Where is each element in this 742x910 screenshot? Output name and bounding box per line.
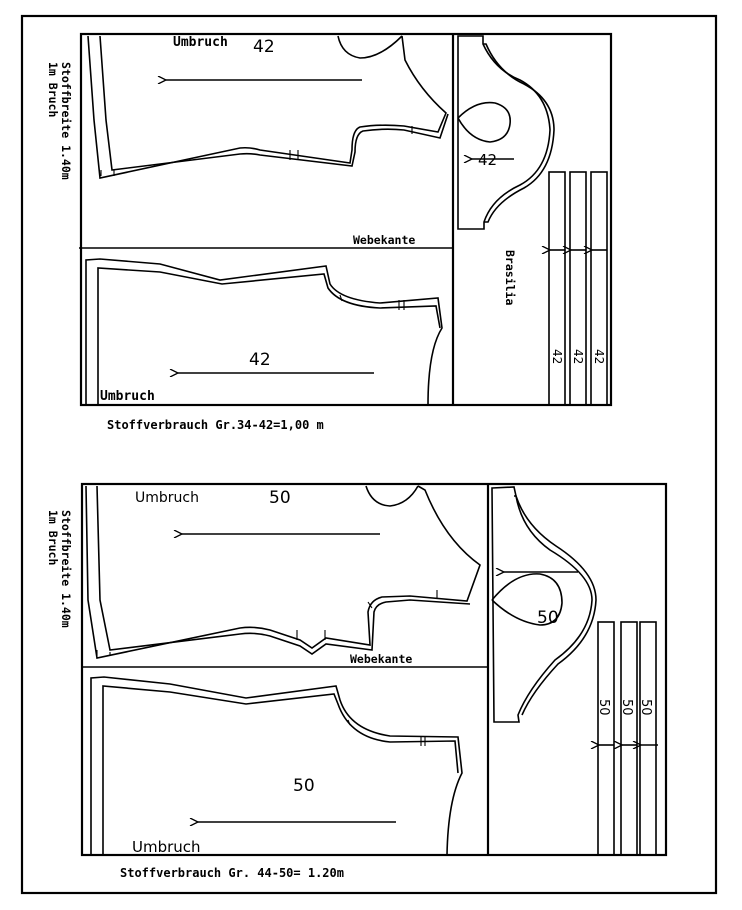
fabric-width-label: Stoffbreite 1.40m	[59, 510, 73, 628]
strip-piece	[548, 171, 566, 406]
fold-length-label: 1m Bruch	[46, 510, 60, 565]
back-piece: Umbruch 50	[85, 485, 481, 659]
strip-pieces: 42 42 42	[548, 171, 608, 406]
strip-piece	[639, 621, 657, 856]
size-label: 50	[269, 488, 291, 508]
strip-piece	[569, 171, 587, 406]
size-label: 42	[478, 151, 497, 169]
layout-box	[80, 482, 668, 857]
strip-size-label: 42	[550, 349, 564, 364]
size-label: 42	[249, 350, 271, 370]
size-label: 50	[537, 608, 559, 628]
size-label: 42	[253, 37, 275, 57]
back-piece: Umbruch 42	[87, 35, 449, 179]
strip-piece	[597, 621, 615, 856]
front-piece: Umbruch 42	[85, 258, 443, 406]
strip-size-label: 50	[619, 699, 634, 716]
layout-box	[79, 32, 613, 407]
fabric-consumption: Stoffverbrauch Gr. 44-50= 1.20m	[120, 866, 344, 880]
fold-label: Umbruch	[173, 35, 228, 50]
strip-size-label: 50	[596, 699, 611, 716]
fabric-width-label: Stoffbreite 1.40m	[59, 62, 73, 180]
page-frame	[20, 14, 718, 895]
strip-piece	[620, 621, 638, 856]
strip-size-label: 42	[571, 349, 585, 364]
fold-label: Umbruch	[135, 490, 199, 506]
selvage-label: Webekante	[350, 652, 412, 666]
selvage-label: Webekante	[353, 233, 415, 247]
fold-length-label: 1m Bruch	[46, 62, 60, 117]
collar-piece: 50	[491, 486, 597, 723]
strip-piece	[590, 171, 608, 406]
layout-size-42: Stoffbreite 1.40m 1m Bruch Umbruch 42 We…	[46, 32, 613, 432]
fabric-consumption: Stoffverbrauch Gr.34-42=1,00 m	[107, 418, 324, 432]
layout-size-50: Stoffbreite 1.40m 1m Bruch Umbruch 50 We…	[46, 482, 668, 880]
front-piece: Umbruch 50	[90, 676, 463, 856]
collar-piece: 42	[457, 35, 555, 230]
strip-size-label: 42	[592, 349, 606, 364]
fold-label: Umbruch	[132, 838, 201, 856]
model-name: Brasilia	[503, 250, 517, 305]
strip-size-label: 50	[638, 699, 653, 716]
fold-label: Umbruch	[100, 389, 155, 404]
size-label: 50	[293, 776, 315, 796]
strip-pieces: 50 50 50	[596, 621, 658, 856]
